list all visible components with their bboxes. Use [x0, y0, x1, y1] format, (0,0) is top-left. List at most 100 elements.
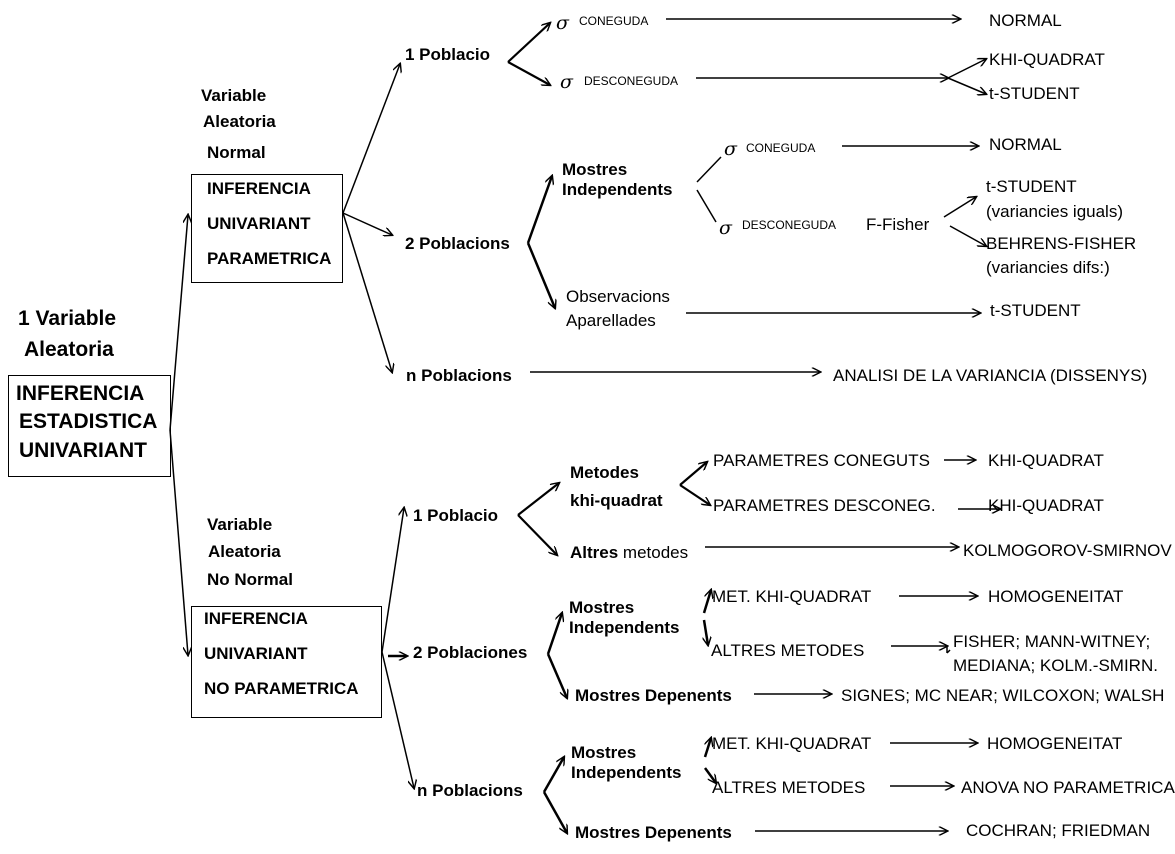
param-two-pop-result1-line1: t-STUDENT: [986, 177, 1077, 196]
connector-arrow: [507, 61, 550, 85]
nonparam-n-pop-other-result: ANOVA NO PARAMETRICA: [961, 778, 1175, 797]
connector-arrow: [381, 508, 404, 653]
nonparam-two-pop-dep-result: SIGNES; MC NEAR; WILCOXON; WALSH: [841, 686, 1165, 705]
param-two-pop-result2-line2: (variancies difs:): [986, 258, 1110, 277]
nonparam-methods-line1: Metodes: [570, 463, 639, 482]
nonparam-other-methods: Altres metodes: [570, 543, 688, 563]
connector-arrow: [946, 649, 951, 654]
nonparam-two-pop-indep-line1: Mostres: [569, 598, 635, 617]
connector-arrow: [696, 189, 717, 223]
parametric-box-line1: INFERENCIA: [207, 179, 311, 198]
nonparam-two-pop-label: 2 Poblaciones: [413, 643, 528, 662]
nonparametric-condition-line1: Variable: [207, 515, 273, 534]
param-two-pop-indep-line2: Independents: [562, 180, 673, 199]
connector-arrow: [546, 613, 562, 655]
root-box-line1: INFERENCIA: [16, 382, 145, 405]
nonparametric-box-line2: UNIVARIANT: [204, 644, 308, 663]
nonparam-known-result: KHI-QUADRAT: [988, 451, 1104, 470]
nonparam-n-pop-other: ALTRES METODES: [712, 778, 866, 797]
nonparam-two-pop-indep-line2: Independents: [569, 618, 680, 637]
nonparam-other-rest: metodes: [618, 543, 689, 562]
connector-arrow: [169, 429, 188, 655]
connector-arrow: [943, 197, 976, 218]
nonparam-two-pop-other: ALTRES METODES: [711, 641, 865, 660]
nonparam-n-pop-indep-line1: Mostres: [571, 743, 637, 762]
param-one-pop-unknown-result1: KHI-QUADRAT: [989, 50, 1105, 69]
param-two-pop-result2-line1: BEHRENS-FISHER: [986, 234, 1137, 253]
connector-arrow: [507, 23, 550, 63]
nonparam-n-pop-dep-result: COCHRAN; FRIEDMAN: [966, 821, 1151, 840]
connector-arrow: [342, 212, 392, 372]
parametric-box-line3: PARAMETRICA: [207, 249, 332, 268]
nonparam-two-pop-other-result-line2: MEDIANA; KOLM.-SMIRN.: [953, 656, 1158, 675]
nonparam-methods-line2: khi-quadrat: [570, 491, 663, 510]
param-two-pop-label: 2 Poblacions: [405, 234, 510, 253]
nonparametric-box: [191, 606, 382, 718]
connector-arrow: [679, 484, 710, 505]
nonparametric-box-line3: NO PARAMETRICA: [204, 679, 359, 698]
nonparam-n-pop-khi-result: HOMOGENEITAT: [987, 734, 1123, 753]
nonparam-two-pop-khi-result: HOMOGENEITAT: [988, 587, 1124, 606]
connector-arrow: [526, 176, 552, 244]
param-two-pop-known: CONEGUDA: [746, 141, 816, 155]
parametric-condition-line2: Aleatoria: [203, 112, 276, 131]
root-heading-line2: Aleatoria: [24, 338, 114, 361]
connector-arrow: [517, 514, 557, 555]
param-two-pop-known-result: NORMAL: [989, 135, 1062, 154]
nonparam-n-pop-dep: Mostres Depenents: [575, 823, 732, 842]
connector-arrow: [947, 59, 986, 79]
parametric-box: [191, 174, 343, 283]
connector-arrow: [949, 225, 986, 246]
root-box-line2: ESTADISTICA: [19, 410, 158, 433]
connector-arrow: [342, 64, 400, 214]
nonparam-other-result: KOLMOGOROV-SMIRNOV: [963, 541, 1172, 560]
connector-arrow: [703, 738, 711, 758]
param-one-pop-label: 1 Poblacio: [405, 45, 491, 64]
param-n-pop-label: n Poblacions: [406, 366, 512, 385]
param-one-pop-unknown-result2: t-STUDENT: [989, 84, 1080, 103]
sigma-symbol: σ: [560, 71, 573, 93]
connector-arrow: [703, 767, 716, 783]
connector-arrow: [381, 651, 414, 788]
nonparametric-condition-line3: No Normal: [207, 570, 293, 589]
param-two-pop-paired-line2: Aparellades: [566, 311, 656, 330]
connector-arrow: [704, 619, 708, 645]
connector-arrow: [696, 156, 722, 183]
connector-arrow: [517, 483, 559, 516]
param-two-pop-paired-result: t-STUDENT: [990, 301, 1081, 320]
root-heading-line1: 1 Variable: [18, 307, 117, 330]
nonparam-other-bold: Altres: [570, 543, 619, 562]
connector-arrow: [546, 653, 567, 698]
param-two-pop-result1-line2: (variancies iguals): [986, 202, 1123, 221]
nonparam-two-pop-khi: MET. KHI-QUADRAT: [712, 587, 872, 606]
nonparam-n-pop-khi: MET. KHI-QUADRAT: [712, 734, 872, 753]
sigma-symbol: σ: [556, 12, 569, 34]
nonparametric-condition-line2: Aleatoria: [208, 542, 281, 561]
nonparam-two-pop-other-result-line1: FISHER; MANN-WITNEY;: [953, 632, 1151, 651]
root-box: [8, 375, 171, 477]
connector-arrow: [526, 242, 555, 308]
param-n-pop-result: ANALISI DE LA VARIANCIA (DISSENYS): [833, 366, 1148, 385]
nonparam-two-pop-dep: Mostres Depenents: [575, 686, 732, 705]
nonparam-unknown-params: PARAMETRES DESCONEG.: [713, 496, 936, 515]
sigma-symbol: σ: [724, 138, 737, 160]
connector-arrow: [947, 77, 986, 94]
param-two-pop-paired-line1: Observacions: [566, 287, 670, 306]
sigma-symbol: σ: [719, 217, 732, 239]
param-one-pop-known: CONEGUDA: [579, 14, 649, 28]
param-two-pop-f-test: F-Fisher: [866, 215, 930, 234]
param-two-pop-indep-line1: Mostres: [562, 160, 628, 179]
connector-arrow: [542, 791, 567, 833]
connector-arrow: [342, 212, 392, 235]
parametric-condition-line1: Variable: [201, 86, 267, 105]
parametric-condition-line3: Normal: [207, 143, 266, 162]
param-one-pop-unknown: DESCONEGUDA: [584, 74, 679, 88]
root-box-line3: UNIVARIANT: [19, 439, 147, 462]
connector-arrow: [702, 590, 711, 614]
nonparametric-box-line1: INFERENCIA: [204, 609, 308, 628]
nonparam-one-pop-label: 1 Poblacio: [413, 506, 499, 525]
nonparam-n-pop-label: n Poblacions: [417, 781, 523, 800]
connector-arrow: [169, 215, 188, 431]
connector-arrow: [542, 757, 564, 793]
